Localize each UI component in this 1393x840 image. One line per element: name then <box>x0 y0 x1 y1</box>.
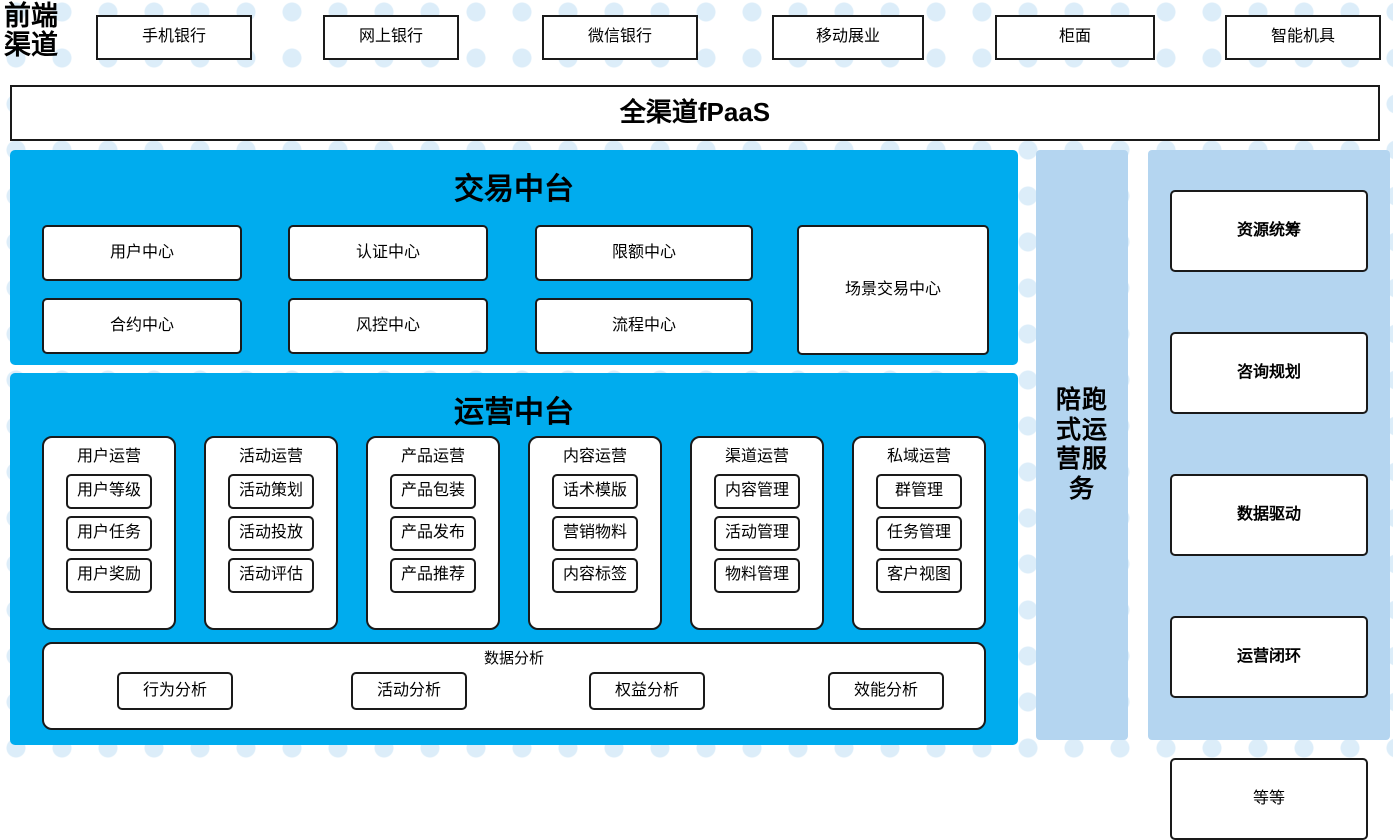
ops-item[interactable]: 活动策划 <box>228 474 314 509</box>
ops-group-title: 私域运营 <box>886 448 951 465</box>
ops-item[interactable]: 内容标签 <box>552 558 638 593</box>
ops-item-list: 话术模版营销物料内容标签 <box>530 470 660 593</box>
ops-item[interactable]: 营销物料 <box>552 516 638 551</box>
ops-item[interactable]: 产品推荐 <box>390 558 476 593</box>
front-channel-label-line2: 渠道 <box>4 30 58 61</box>
front-channel-label-line1: 前端 <box>4 1 58 31</box>
channel-box[interactable]: 微信银行 <box>542 15 698 60</box>
capability-item[interactable]: 资源统筹 <box>1170 190 1368 272</box>
ops-item-list: 产品包装产品发布产品推荐 <box>368 470 498 593</box>
ops-item[interactable]: 活动投放 <box>228 516 314 551</box>
transaction-card[interactable]: 流程中心 <box>535 298 753 354</box>
ops-item[interactable]: 内容管理 <box>714 474 800 509</box>
ops-item[interactable]: 产品发布 <box>390 516 476 551</box>
ops-item-list: 内容管理活动管理物料管理 <box>692 470 822 593</box>
transaction-card-scene[interactable]: 场景交易中心 <box>797 225 989 355</box>
transaction-card[interactable]: 合约中心 <box>42 298 242 354</box>
transaction-card[interactable]: 限额中心 <box>535 225 753 281</box>
service-column-label: 陪跑式运营服务 <box>1055 386 1108 503</box>
ops-group-title: 渠道运营 <box>724 448 789 465</box>
ops-group: 活动运营活动策划活动投放活动评估 <box>204 436 338 630</box>
transaction-card[interactable]: 风控中心 <box>288 298 488 354</box>
ops-item-list: 活动策划活动投放活动评估 <box>206 470 336 593</box>
ops-group: 用户运营用户等级用户任务用户奖励 <box>42 436 176 630</box>
data-analysis-item[interactable]: 效能分析 <box>828 672 944 710</box>
service-column: 陪跑式运营服务 <box>1036 150 1128 740</box>
ops-group: 私域运营群管理任务管理客户视图 <box>852 436 986 630</box>
data-analysis-item[interactable]: 行为分析 <box>117 672 233 710</box>
ops-item[interactable]: 群管理 <box>876 474 962 509</box>
front-channel-label: 前端 渠道 <box>4 1 82 61</box>
ops-item[interactable]: 客户视图 <box>876 558 962 593</box>
data-analysis-title: 数据分析 <box>483 650 544 667</box>
ops-item[interactable]: 物料管理 <box>714 558 800 593</box>
data-analysis-item-list: 行为分析 活动分析 权益分析 效能分析 <box>44 670 984 716</box>
ops-item[interactable]: 用户任务 <box>66 516 152 551</box>
ops-group-title: 内容运营 <box>562 448 627 465</box>
capability-item[interactable]: 等等 <box>1170 758 1368 840</box>
transaction-card[interactable]: 用户中心 <box>42 225 242 281</box>
fpaas-bar[interactable]: 全渠道fPaaS <box>10 85 1380 141</box>
capability-item[interactable]: 运营闭环 <box>1170 616 1368 698</box>
transaction-card[interactable]: 认证中心 <box>288 225 488 281</box>
ops-group-title: 产品运营 <box>400 448 465 465</box>
capability-item[interactable]: 咨询规划 <box>1170 332 1368 414</box>
channel-box[interactable]: 智能机具 <box>1225 15 1381 60</box>
data-analysis-item[interactable]: 活动分析 <box>351 672 467 710</box>
ops-item[interactable]: 话术模版 <box>552 474 638 509</box>
ops-group: 产品运营产品包装产品发布产品推荐 <box>366 436 500 630</box>
ops-group: 内容运营话术模版营销物料内容标签 <box>528 436 662 630</box>
ops-group-title: 用户运营 <box>76 448 141 465</box>
data-analysis-item[interactable]: 权益分析 <box>589 672 705 710</box>
ops-item-list: 用户等级用户任务用户奖励 <box>44 470 174 593</box>
operation-platform-title: 运营中台 <box>454 396 574 429</box>
data-analysis-panel: 数据分析行为分析 活动分析 权益分析 效能分析 <box>42 642 986 730</box>
ops-group-title: 活动运营 <box>238 448 303 465</box>
ops-item[interactable]: 用户等级 <box>66 474 152 509</box>
channel-box[interactable]: 手机银行 <box>96 15 252 60</box>
ops-item-list: 群管理任务管理客户视图 <box>854 470 984 593</box>
capability-panel: 资源统筹咨询规划数据驱动运营闭环等等 <box>1148 150 1390 840</box>
ops-group: 渠道运营内容管理活动管理物料管理 <box>690 436 824 630</box>
ops-item[interactable]: 任务管理 <box>876 516 962 551</box>
transaction-platform-title: 交易中台 <box>454 173 574 206</box>
ops-item[interactable]: 产品包装 <box>390 474 476 509</box>
channel-box[interactable]: 柜面 <box>995 15 1155 60</box>
channel-box[interactable]: 移动展业 <box>772 15 924 60</box>
ops-item[interactable]: 活动管理 <box>714 516 800 551</box>
channel-box[interactable]: 网上银行 <box>323 15 459 60</box>
capability-item[interactable]: 数据驱动 <box>1170 474 1368 556</box>
ops-item[interactable]: 用户奖励 <box>66 558 152 593</box>
ops-item[interactable]: 活动评估 <box>228 558 314 593</box>
